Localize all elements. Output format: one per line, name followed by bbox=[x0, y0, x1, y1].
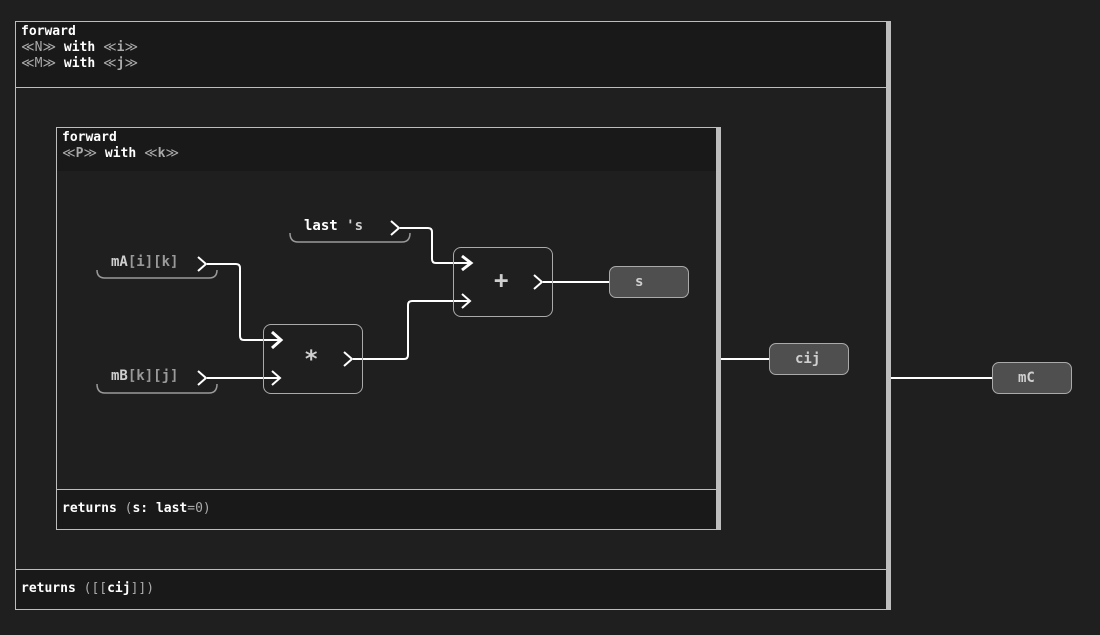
arrow-add-in-a bbox=[461, 254, 474, 272]
outer-returns-value[interactable]: cij bbox=[107, 581, 131, 596]
loop-dim[interactable]: P bbox=[75, 146, 84, 161]
arrow-add-in-b bbox=[461, 293, 472, 309]
input-bracket-mb bbox=[96, 383, 218, 394]
input-last-s[interactable]: last 's bbox=[304, 218, 364, 234]
input-bracket-ma bbox=[96, 269, 218, 279]
arrow-add-out bbox=[533, 274, 544, 290]
output-s[interactable]: s bbox=[609, 266, 689, 298]
inner-returns-default[interactable]: 0 bbox=[195, 501, 203, 516]
arrow-mb-out bbox=[197, 370, 208, 386]
outer-block-footer: returns ([[cij]]) bbox=[15, 569, 887, 610]
loop-var[interactable]: k bbox=[157, 146, 166, 161]
input-ma[interactable]: mA[i][k] bbox=[111, 254, 179, 270]
loop-dim[interactable]: M bbox=[34, 56, 43, 71]
inner-block-header: forward ≪P≫ with ≪k≫ bbox=[56, 127, 718, 172]
outer-block-header: forward ≪N≫ with ≪i≫ ≪M≫ with ≪j≫ bbox=[15, 21, 887, 88]
input-bracket-last bbox=[289, 232, 411, 243]
inner-block-body bbox=[56, 171, 717, 490]
arrow-ma-out bbox=[197, 256, 208, 272]
inner-returns-name[interactable]: s bbox=[132, 501, 141, 516]
wire-multiply-to-add bbox=[353, 300, 470, 360]
input-mb[interactable]: mB[k][j] bbox=[111, 368, 179, 384]
inner-loop-p: ≪P≫ with ≪k≫ bbox=[62, 146, 180, 161]
outer-block-resize-bar[interactable] bbox=[886, 21, 891, 610]
outer-loop-n: ≪N≫ with ≪i≫ bbox=[21, 40, 139, 55]
arrow-multiply-out bbox=[343, 351, 354, 367]
add-node[interactable]: + bbox=[453, 247, 553, 317]
loop-dim[interactable]: N bbox=[34, 40, 43, 55]
inner-returns-last: last bbox=[155, 501, 188, 516]
loop-var[interactable]: i bbox=[116, 40, 125, 55]
inner-forward-keyword: forward bbox=[62, 130, 117, 145]
wire-ma-to-multiply bbox=[207, 263, 280, 341]
arrow-multiply-in-a bbox=[271, 330, 284, 350]
add-symbol: + bbox=[494, 266, 509, 294]
inner-block-resize-bar[interactable] bbox=[716, 127, 721, 530]
multiply-node[interactable]: * bbox=[263, 324, 363, 394]
output-cij[interactable]: cij bbox=[769, 343, 849, 375]
inner-block-footer: returns (s: last=0) bbox=[56, 489, 718, 530]
output-mc[interactable]: mC bbox=[992, 362, 1072, 394]
loop-var[interactable]: j bbox=[116, 56, 125, 71]
outer-loop-m: ≪M≫ with ≪j≫ bbox=[21, 56, 139, 71]
arrow-last-out bbox=[390, 220, 401, 236]
inner-returns-keyword: returns bbox=[62, 501, 117, 516]
wire-last-to-add bbox=[400, 227, 470, 264]
arrow-multiply-in-b bbox=[271, 370, 282, 386]
multiply-symbol: * bbox=[304, 345, 319, 373]
outer-returns-keyword: returns bbox=[21, 581, 76, 596]
outer-forward-keyword: forward bbox=[21, 24, 76, 39]
